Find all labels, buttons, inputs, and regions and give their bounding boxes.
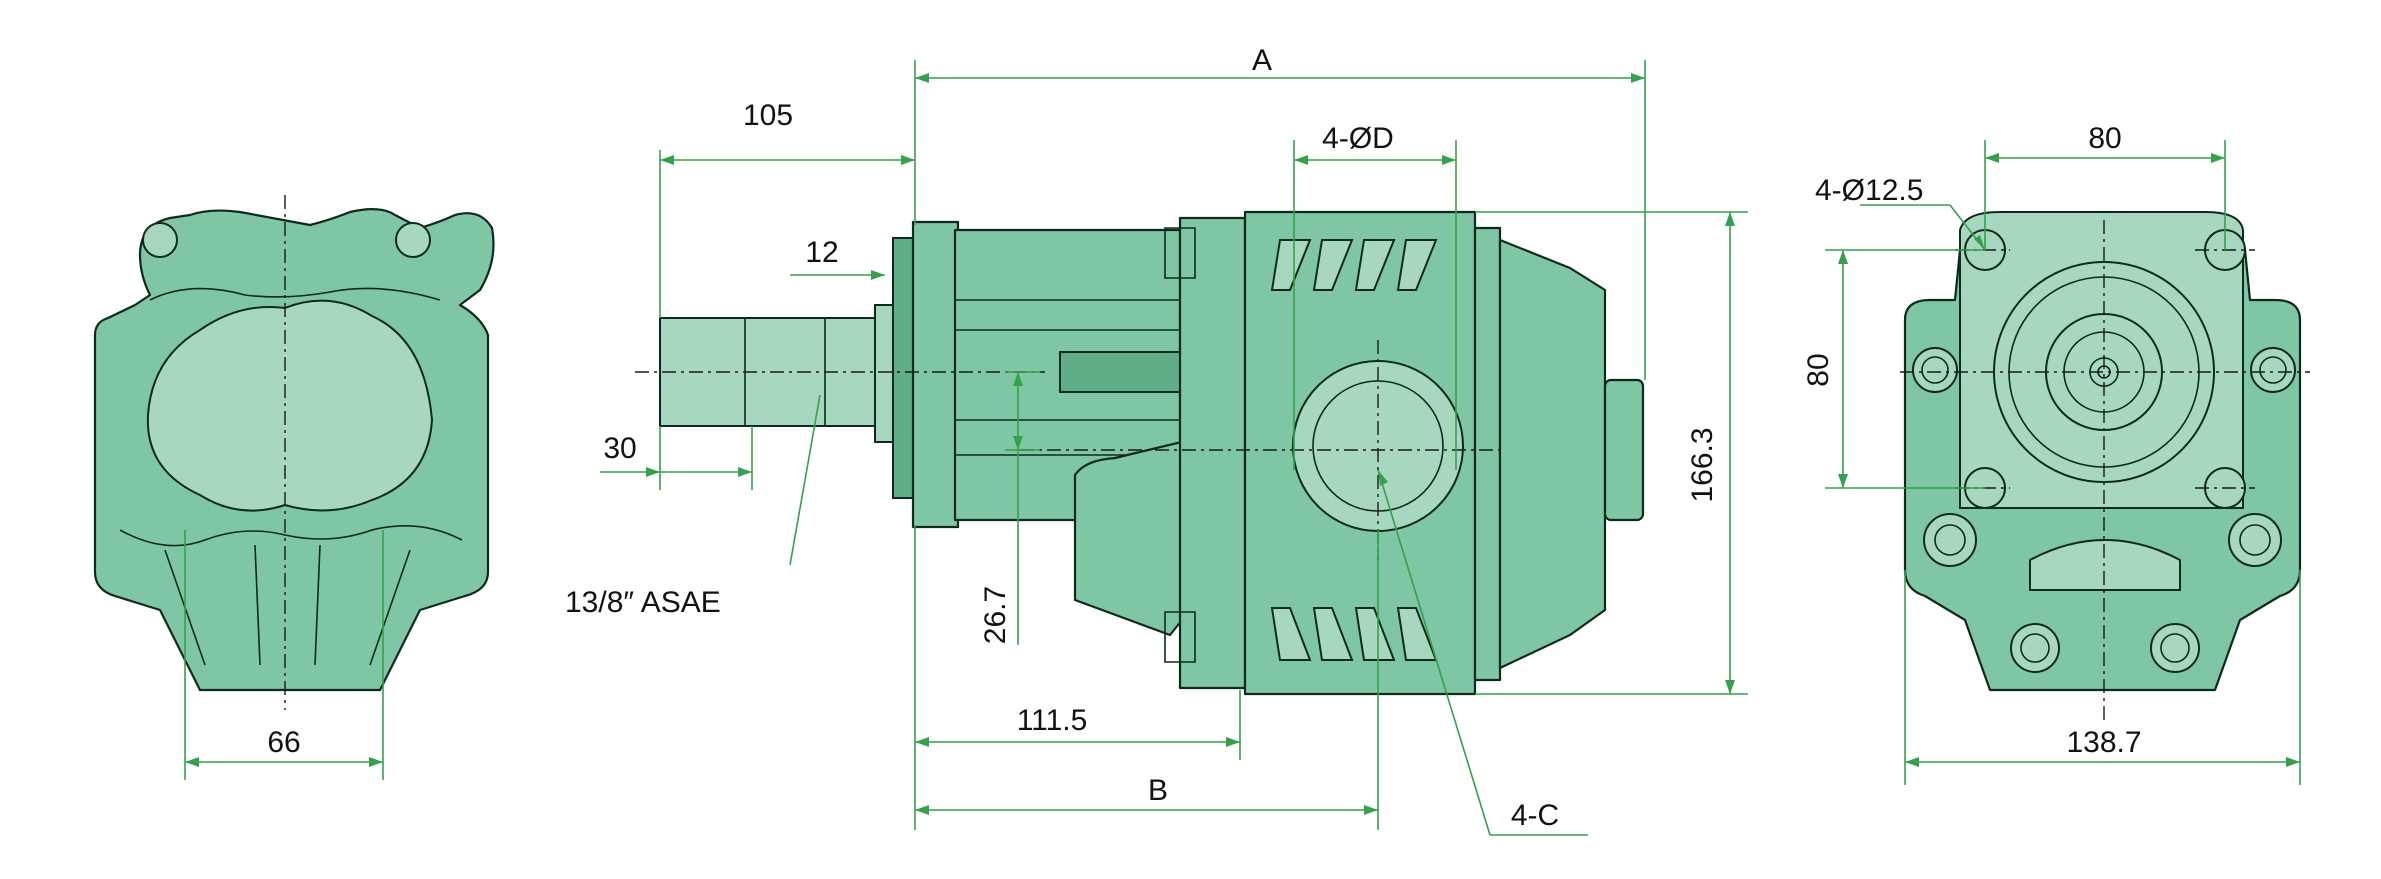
front-view-mount-hole-left — [142, 222, 178, 258]
rear-view: 80 80 4-Ø12.5 138.7 — [1802, 122, 2310, 785]
dim-flange-position: 111.5 — [1017, 704, 1088, 737]
dim-front-width: 66 — [267, 726, 300, 759]
side-view: A 105 4-ØD 12 30 13/8″ ASAE 26 — [565, 44, 1748, 836]
front-view-mount-hole-right — [395, 222, 431, 258]
dim-bolt-spacing-v: 80 — [1802, 353, 1835, 386]
dim-overall-height: 166.3 — [1686, 427, 1719, 502]
front-view-face — [146, 299, 434, 512]
front-view: 66 — [93, 195, 495, 780]
dim-rear-width: 138.7 — [2066, 726, 2141, 759]
dim-offset: 26.7 — [979, 586, 1012, 644]
dim-flange-holes: 4-ØD — [1322, 122, 1394, 155]
label-ports: 4-C — [1511, 799, 1559, 832]
side-view-rear-cap — [1498, 238, 1607, 670]
side-view-flange — [911, 220, 960, 529]
dim-overall-length: A — [1252, 44, 1272, 77]
dim-shaft-tip: 30 — [603, 432, 636, 465]
side-view-mid-section — [1178, 216, 1247, 690]
dim-shaft-length: 105 — [743, 99, 793, 132]
label-mount-holes: 4-Ø12.5 — [1815, 174, 1923, 207]
dim-port-position: B — [1148, 774, 1168, 807]
dim-bolt-spacing-h: 80 — [2088, 122, 2121, 155]
label-spline: 13/8″ ASAE — [565, 586, 721, 619]
dim-collar: 12 — [805, 236, 838, 269]
